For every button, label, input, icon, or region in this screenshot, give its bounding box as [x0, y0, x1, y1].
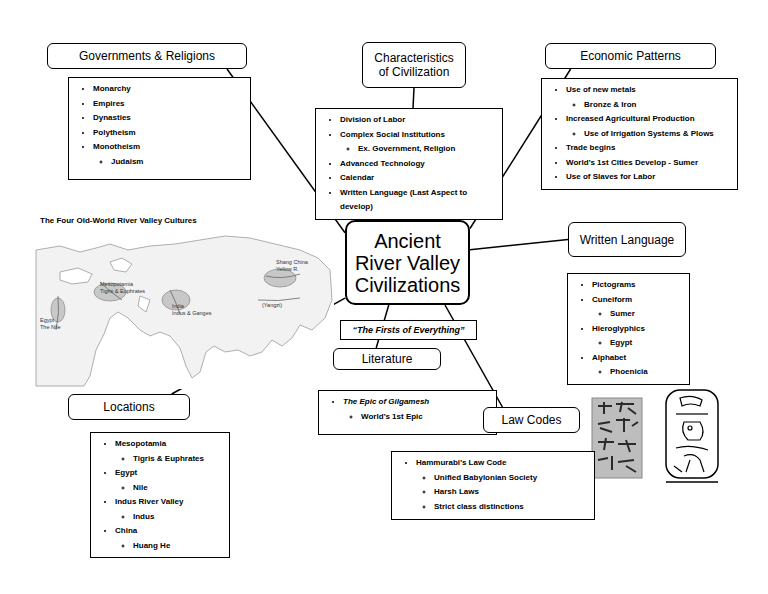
- node-text: Characteristics of Civilization: [371, 51, 457, 79]
- list-item: Unified Babylonian Society: [434, 471, 586, 486]
- list-item: Increased Agricultural Production: [566, 112, 729, 127]
- list-item: Hammurabi’s Law Code: [416, 456, 586, 471]
- bullet-list: The Epic of GilgameshWorld’s 1st Epic: [323, 395, 488, 424]
- connector-line: [172, 298, 345, 394]
- list-item: Sumer: [610, 307, 681, 322]
- list-item: Ex. Government, Religion: [358, 142, 494, 157]
- map-label: Shang China: [276, 259, 308, 265]
- river-valley-shading: [51, 269, 296, 322]
- list-item: Bronze & Iron: [584, 98, 729, 113]
- bullet-box: Hammurabi’s Law CodeUnified Babylonian S…: [391, 451, 595, 520]
- list-item: Tigris & Euphrates: [133, 452, 221, 467]
- node-text: Literature: [362, 352, 413, 366]
- list-item: Cuneiform: [592, 293, 681, 308]
- list-item: Empires: [93, 97, 242, 112]
- map-label: Indus & Ganges: [172, 310, 211, 316]
- bullet-list: MesopotamiaTigris & EuphratesEgyptNileIn…: [95, 437, 221, 553]
- map-label: Egypt: [40, 317, 54, 323]
- node-text: Law Codes: [501, 413, 561, 427]
- list-item: Advanced Technology: [340, 157, 494, 172]
- heading-box: Characteristics of Civilization: [362, 42, 466, 88]
- list-item: Dynasties: [93, 111, 242, 126]
- node-text: Governments & Religions: [79, 49, 215, 63]
- list-item: Written Language (Last Aspect to develop…: [340, 186, 494, 215]
- heading-box: Literature: [333, 348, 441, 370]
- list-item: Egypt: [115, 466, 221, 481]
- list-item: Monotheism: [93, 140, 242, 155]
- list-item: The Epic of Gilgamesh: [343, 395, 488, 410]
- rivers: [56, 274, 300, 330]
- list-item: Judaism: [111, 155, 242, 170]
- list-item: Hieroglyphics: [592, 322, 681, 337]
- list-item: Phoenicia: [610, 365, 681, 380]
- heading-box: Written Language: [568, 222, 686, 257]
- list-item: World’s 1st Epic: [361, 410, 488, 425]
- heading-box: Locations: [68, 394, 190, 420]
- list-item: Nile: [133, 481, 221, 496]
- map-land: [36, 236, 332, 386]
- central-topic-box: Ancient River Valley Civilizations: [345, 220, 470, 305]
- list-item: Indus: [133, 510, 221, 525]
- bullet-box: Division of LaborComplex Social Institut…: [315, 108, 503, 220]
- map-label: India: [172, 303, 184, 309]
- list-item: Strict class distinctions: [434, 500, 586, 515]
- bullet-list: PictogramsCuneiformSumerHieroglyphicsEgy…: [572, 278, 681, 380]
- list-item: Pictograms: [592, 278, 681, 293]
- list-item: World’s 1st Cities Develop - Sumer: [566, 156, 729, 171]
- connector-line: [470, 240, 568, 250]
- list-item: Use of Irrigation Systems & Plows: [584, 127, 729, 142]
- list-item: Harsh Laws: [434, 485, 586, 500]
- bullet-list: Hammurabi’s Law CodeUnified Babylonian S…: [396, 456, 586, 514]
- map-label: The Nile: [40, 324, 60, 330]
- bullet-list: MonarchyEmpiresDynastiesPolytheismMonoth…: [73, 82, 242, 169]
- bullet-list: Division of LaborComplex Social Institut…: [320, 113, 494, 215]
- bullet-box: MonarchyEmpiresDynastiesPolytheismMonoth…: [68, 77, 251, 180]
- connector-stroke: [172, 298, 345, 394]
- list-item: Division of Labor: [340, 113, 494, 128]
- list-item: Calendar: [340, 171, 494, 186]
- node-text: Written Language: [580, 233, 675, 247]
- bullet-box: Use of new metalsBronze & IronIncreased …: [541, 78, 738, 190]
- bullet-box: The Epic of GilgameshWorld’s 1st Epic: [318, 390, 497, 435]
- node-text: Economic Patterns: [580, 49, 681, 63]
- list-item: Egypt: [610, 336, 681, 351]
- bullet-box: MesopotamiaTigris & EuphratesEgyptNileIn…: [90, 432, 230, 558]
- list-item: Trade begins: [566, 141, 729, 156]
- list-item: China: [115, 524, 221, 539]
- list-item: Huang He: [133, 539, 221, 554]
- node-text: Ancient River Valley Civilizations: [355, 230, 461, 296]
- map-label: Tigris & Euphrates: [100, 288, 145, 294]
- list-item: Indus River Valley: [115, 495, 221, 510]
- list-item: Use of Slaves for Labor: [566, 170, 729, 185]
- list-item: Complex Social Institutions: [340, 128, 494, 143]
- heading-box: Economic Patterns: [545, 43, 716, 69]
- heading-box: Governments & Religions: [47, 43, 247, 69]
- map-title: The Four Old-World River Valley Cultures: [40, 216, 197, 225]
- list-item: Mesopotamia: [115, 437, 221, 452]
- cuneiform-tablet: [592, 398, 642, 478]
- map-label: Yellow R.: [276, 266, 299, 272]
- bullet-list: Use of new metalsBronze & IronIncreased …: [546, 83, 729, 185]
- list-item: Polytheism: [93, 126, 242, 141]
- list-item: Use of new metals: [566, 83, 729, 98]
- node-text: Locations: [103, 400, 154, 414]
- list-item: Alphabet: [592, 351, 681, 366]
- slogan-box: “The Firsts of Everything”: [340, 320, 477, 340]
- map-label: Mesopotamia: [100, 281, 133, 287]
- connector-stroke: [470, 240, 568, 250]
- map-label: (Yangzi): [262, 302, 282, 308]
- heading-box: Law Codes: [483, 407, 580, 433]
- bullet-box: PictogramsCuneiformSumerHieroglyphicsEgy…: [567, 273, 690, 385]
- node-text: “The Firsts of Everything”: [352, 325, 464, 335]
- hieroglyph-cartouche: [666, 390, 718, 482]
- map-ground: [34, 213, 334, 389]
- list-item: Monarchy: [93, 82, 242, 97]
